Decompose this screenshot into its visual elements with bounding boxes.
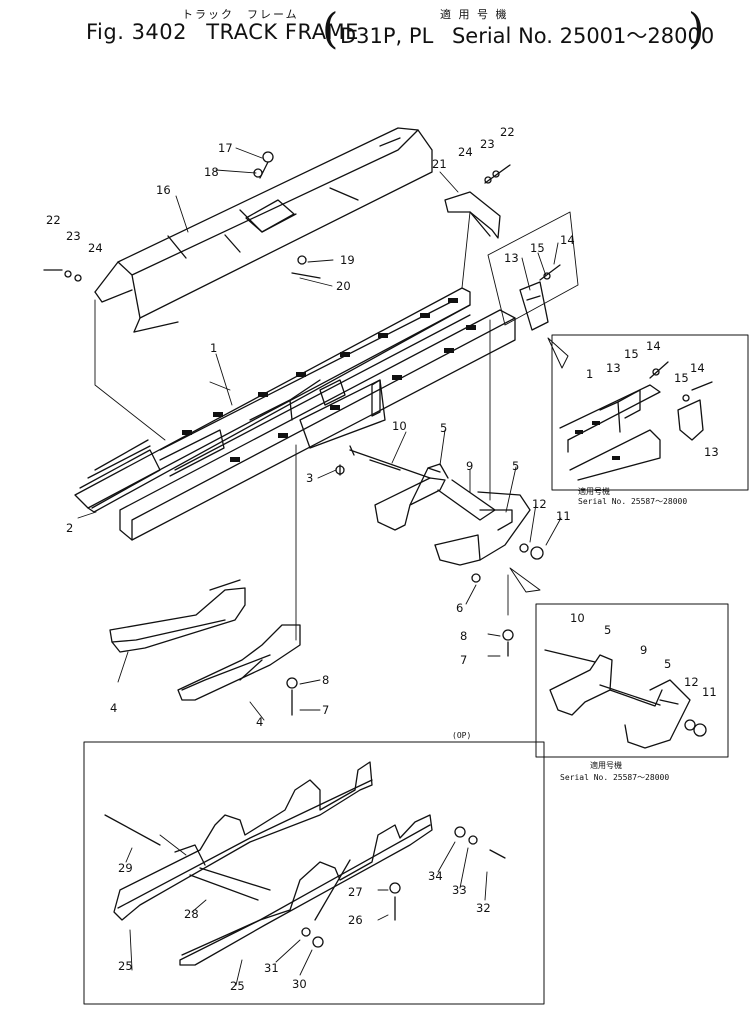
callout-8-b: 8 (322, 673, 329, 687)
callout-labels: 1 1 2 3 4 4 5 5 5 5 6 7 7 8 8 9 9 10 10 … (46, 125, 719, 993)
callout-8-a: 8 (460, 629, 467, 643)
callout-13-b: 13 (606, 361, 621, 375)
inset-upper (551, 334, 749, 491)
plate-13 (519, 281, 549, 331)
callout-9-a: 9 (466, 459, 473, 473)
option-assembly (104, 761, 433, 966)
callout-19: 19 (340, 253, 355, 267)
callout-1: 1 (210, 341, 217, 355)
figure-number: Fig. 3402 (86, 20, 188, 44)
callout-14-b: 14 (646, 339, 661, 353)
leader-lines (77, 147, 562, 986)
callout-21: 21 (432, 157, 447, 171)
callout-7-b: 7 (322, 703, 329, 717)
callout-34: 34 (428, 869, 443, 883)
callout-24-right: 24 (458, 145, 473, 159)
callout-11-a: 11 (556, 509, 571, 523)
callout-5-d: 5 (664, 657, 671, 671)
callout-24-left: 24 (88, 241, 103, 255)
callout-12-b: 12 (684, 675, 699, 689)
callout-5-b: 5 (512, 459, 519, 473)
detail-outline (487, 211, 579, 326)
inset-lower-applicable-jp: 適用号機 (590, 760, 622, 770)
callout-15-c: 15 (674, 371, 689, 385)
guide-lines (94, 211, 509, 856)
callout-25-a: 25 (118, 959, 133, 973)
callout-31: 31 (264, 961, 279, 975)
callout-30: 30 (292, 977, 307, 991)
callout-14-c: 14 (690, 361, 705, 375)
callout-4-right: 4 (256, 715, 263, 729)
callout-11-b: 11 (702, 685, 717, 699)
callout-18: 18 (204, 165, 219, 179)
bracket-21 (444, 191, 501, 239)
inset-lower-assembly (544, 649, 691, 749)
support-assembly (349, 445, 531, 566)
callout-4-left: 4 (110, 701, 117, 715)
callout-33: 33 (452, 883, 467, 897)
callout-13-c: 13 (704, 445, 719, 459)
track-guard-cover (94, 127, 433, 333)
callout-5-a: 5 (440, 421, 447, 435)
inset-upper-applicable-jp: 適用号機 (578, 486, 610, 496)
callout-28: 28 (184, 907, 199, 921)
applicable-japanese: 適 用 号 機 (440, 8, 509, 21)
callout-16: 16 (156, 183, 171, 197)
callout-6: 6 (456, 601, 463, 615)
page-title: Fig. 3402 TRACK FRAME (86, 20, 371, 44)
inset-upper-serial: Serial No. 25587～28000 (578, 497, 687, 506)
callout-25-b: 25 (230, 979, 245, 993)
callout-26: 26 (348, 913, 363, 927)
inset-lower (535, 603, 729, 758)
callout-32: 32 (476, 901, 491, 915)
callout-15-a: 15 (530, 241, 545, 255)
callout-10-a: 10 (392, 419, 407, 433)
serial-range: Serial No. 25001～28000 (451, 24, 715, 48)
callout-14-a: 14 (560, 233, 575, 247)
callout-22-left: 22 (46, 213, 61, 227)
callout-22-right: 22 (500, 125, 515, 139)
callout-27: 27 (348, 885, 363, 899)
arrow-to-lower-inset (509, 567, 541, 593)
callout-23-left: 23 (66, 229, 81, 243)
callout-17: 17 (218, 141, 233, 155)
callout-2: 2 (66, 521, 73, 535)
callout-7-a: 7 (460, 653, 467, 667)
close-paren: ) (688, 4, 705, 53)
callout-15-b: 15 (624, 347, 639, 361)
callout-20: 20 (336, 279, 351, 293)
option-box (83, 741, 545, 1005)
callout-9-b: 9 (640, 643, 647, 657)
frame-pads (182, 298, 476, 462)
arrow-to-upper-inset (547, 337, 569, 369)
inset-lower-serial: Serial No. 25587～28000 (560, 773, 669, 782)
callout-1-inset: 1 (586, 367, 593, 381)
track-guide-left (109, 579, 246, 653)
model-serial: D31P, PL Serial No. 25001～28000 (340, 20, 714, 50)
model-name: D31P, PL (340, 24, 434, 48)
inset-upper-pads (575, 421, 620, 460)
callout-13-a: 13 (504, 251, 519, 265)
callout-5-c: 5 (604, 623, 611, 637)
callout-3: 3 (306, 471, 313, 485)
title-japanese: トラック フレーム (182, 8, 299, 21)
callout-23-right: 23 (480, 137, 495, 151)
open-paren: ( (322, 4, 339, 53)
track-frame (74, 287, 516, 541)
fasteners (43, 151, 713, 948)
callout-10-b: 10 (570, 611, 585, 625)
figure-title: TRACK FRAME (206, 20, 359, 44)
callout-12-a: 12 (532, 497, 547, 511)
inset-upper-frame (559, 384, 704, 481)
option-label: (OP) (452, 731, 471, 740)
callout-29: 29 (118, 861, 133, 875)
track-guide-right (177, 624, 301, 701)
